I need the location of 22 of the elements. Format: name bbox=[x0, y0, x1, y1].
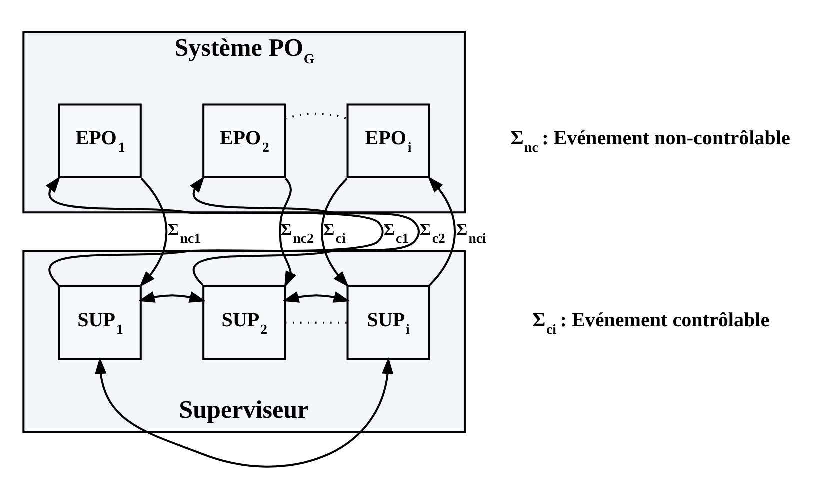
node-box: EPO$_{i}$ bbox=[346, 104, 430, 178]
edge-label: Σ$_{nci}$ bbox=[456, 219, 486, 246]
arrow bbox=[282, 292, 350, 303]
node-box: EPO$_{2}$ bbox=[202, 104, 286, 178]
arrow bbox=[321, 178, 350, 288]
arrow bbox=[428, 176, 456, 286]
label: Σ$_{nc}$ : Evénement non-contrôlable bbox=[510, 128, 790, 156]
arrow bbox=[95, 357, 394, 468]
node-box: SUP$_{i}$ bbox=[346, 286, 430, 360]
edge-label: Σ$_{c1}$ bbox=[383, 219, 410, 246]
label: Σ$_{ci}$ : Evénement contrôlable bbox=[532, 309, 770, 337]
arrow bbox=[190, 176, 420, 286]
node-box: SUP$_{1}$ bbox=[58, 286, 142, 360]
node-box: EPO$_{1}$ bbox=[58, 104, 142, 178]
arrow bbox=[140, 178, 168, 288]
edge-label: Σ$_{nc1}$ bbox=[168, 219, 202, 246]
node-box: SUP$_{2}$ bbox=[202, 286, 286, 360]
edge-label: Σ$_{ci}$ bbox=[323, 219, 346, 246]
edge-label: Σ$_{c2}$ bbox=[420, 219, 446, 246]
arrow bbox=[138, 292, 206, 303]
arrow bbox=[279, 178, 297, 288]
connector bbox=[285, 112, 348, 120]
